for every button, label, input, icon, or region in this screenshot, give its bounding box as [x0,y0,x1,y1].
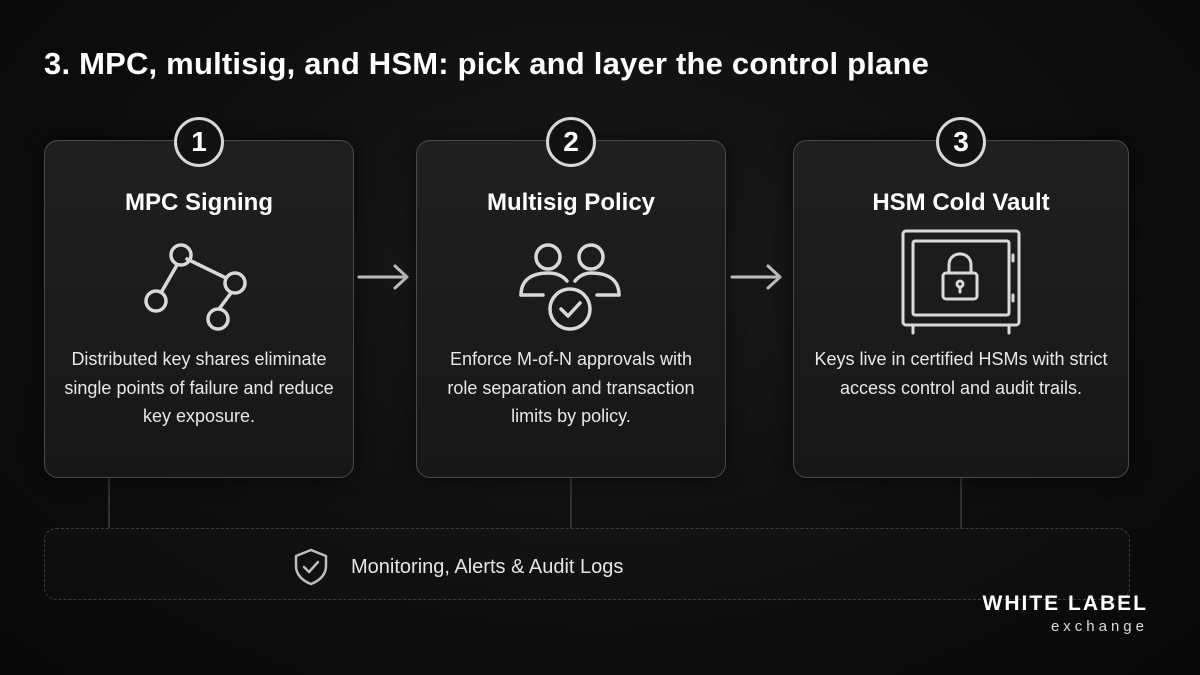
step-badge: 1 [174,117,224,167]
step-badge: 3 [936,117,986,167]
vault-lock-icon [901,229,1021,335]
shield-check-icon [294,548,328,586]
card-title: Multisig Policy [486,189,656,216]
page-title: 3. MPC, multisig, and HSM: pick and laye… [44,46,930,81]
card-description: Distributed key shares eliminate single … [64,349,334,426]
monitoring-bar: Monitoring, Alerts & Audit Logs [44,528,1130,600]
arrow-right-icon [730,264,782,290]
monitoring-content: Monitoring, Alerts & Audit Logs [293,548,623,586]
card-description: Enforce M-of-N approvals with role separ… [447,349,695,426]
card-title: MPC Signing [125,189,273,216]
card-title: HSM Cold Vault [872,189,1050,216]
card-mpc-signing: 1 MPC Signing Distributed key shares eli… [44,117,354,478]
card-multisig-policy: 2 Multisig Policy Enforce M-of-N approva… [416,117,726,478]
card-description: Keys live in certified HSMs with strict … [814,349,1108,398]
users-approval-check-icon [519,243,621,331]
card-hsm-cold-vault: 3 HSM Cold Vault Keys live in certified … [793,117,1129,478]
step-badge: 2 [546,117,596,167]
key-share-nodes-icon [144,243,247,331]
brand-name: WHITE LABEL [982,592,1148,615]
brand-subtitle: exchange [1050,618,1148,635]
monitoring-label: Monitoring, Alerts & Audit Logs [351,555,624,578]
brand-logo: WHITE LABEL exchange [983,592,1148,635]
arrow-right-icon [357,264,409,290]
